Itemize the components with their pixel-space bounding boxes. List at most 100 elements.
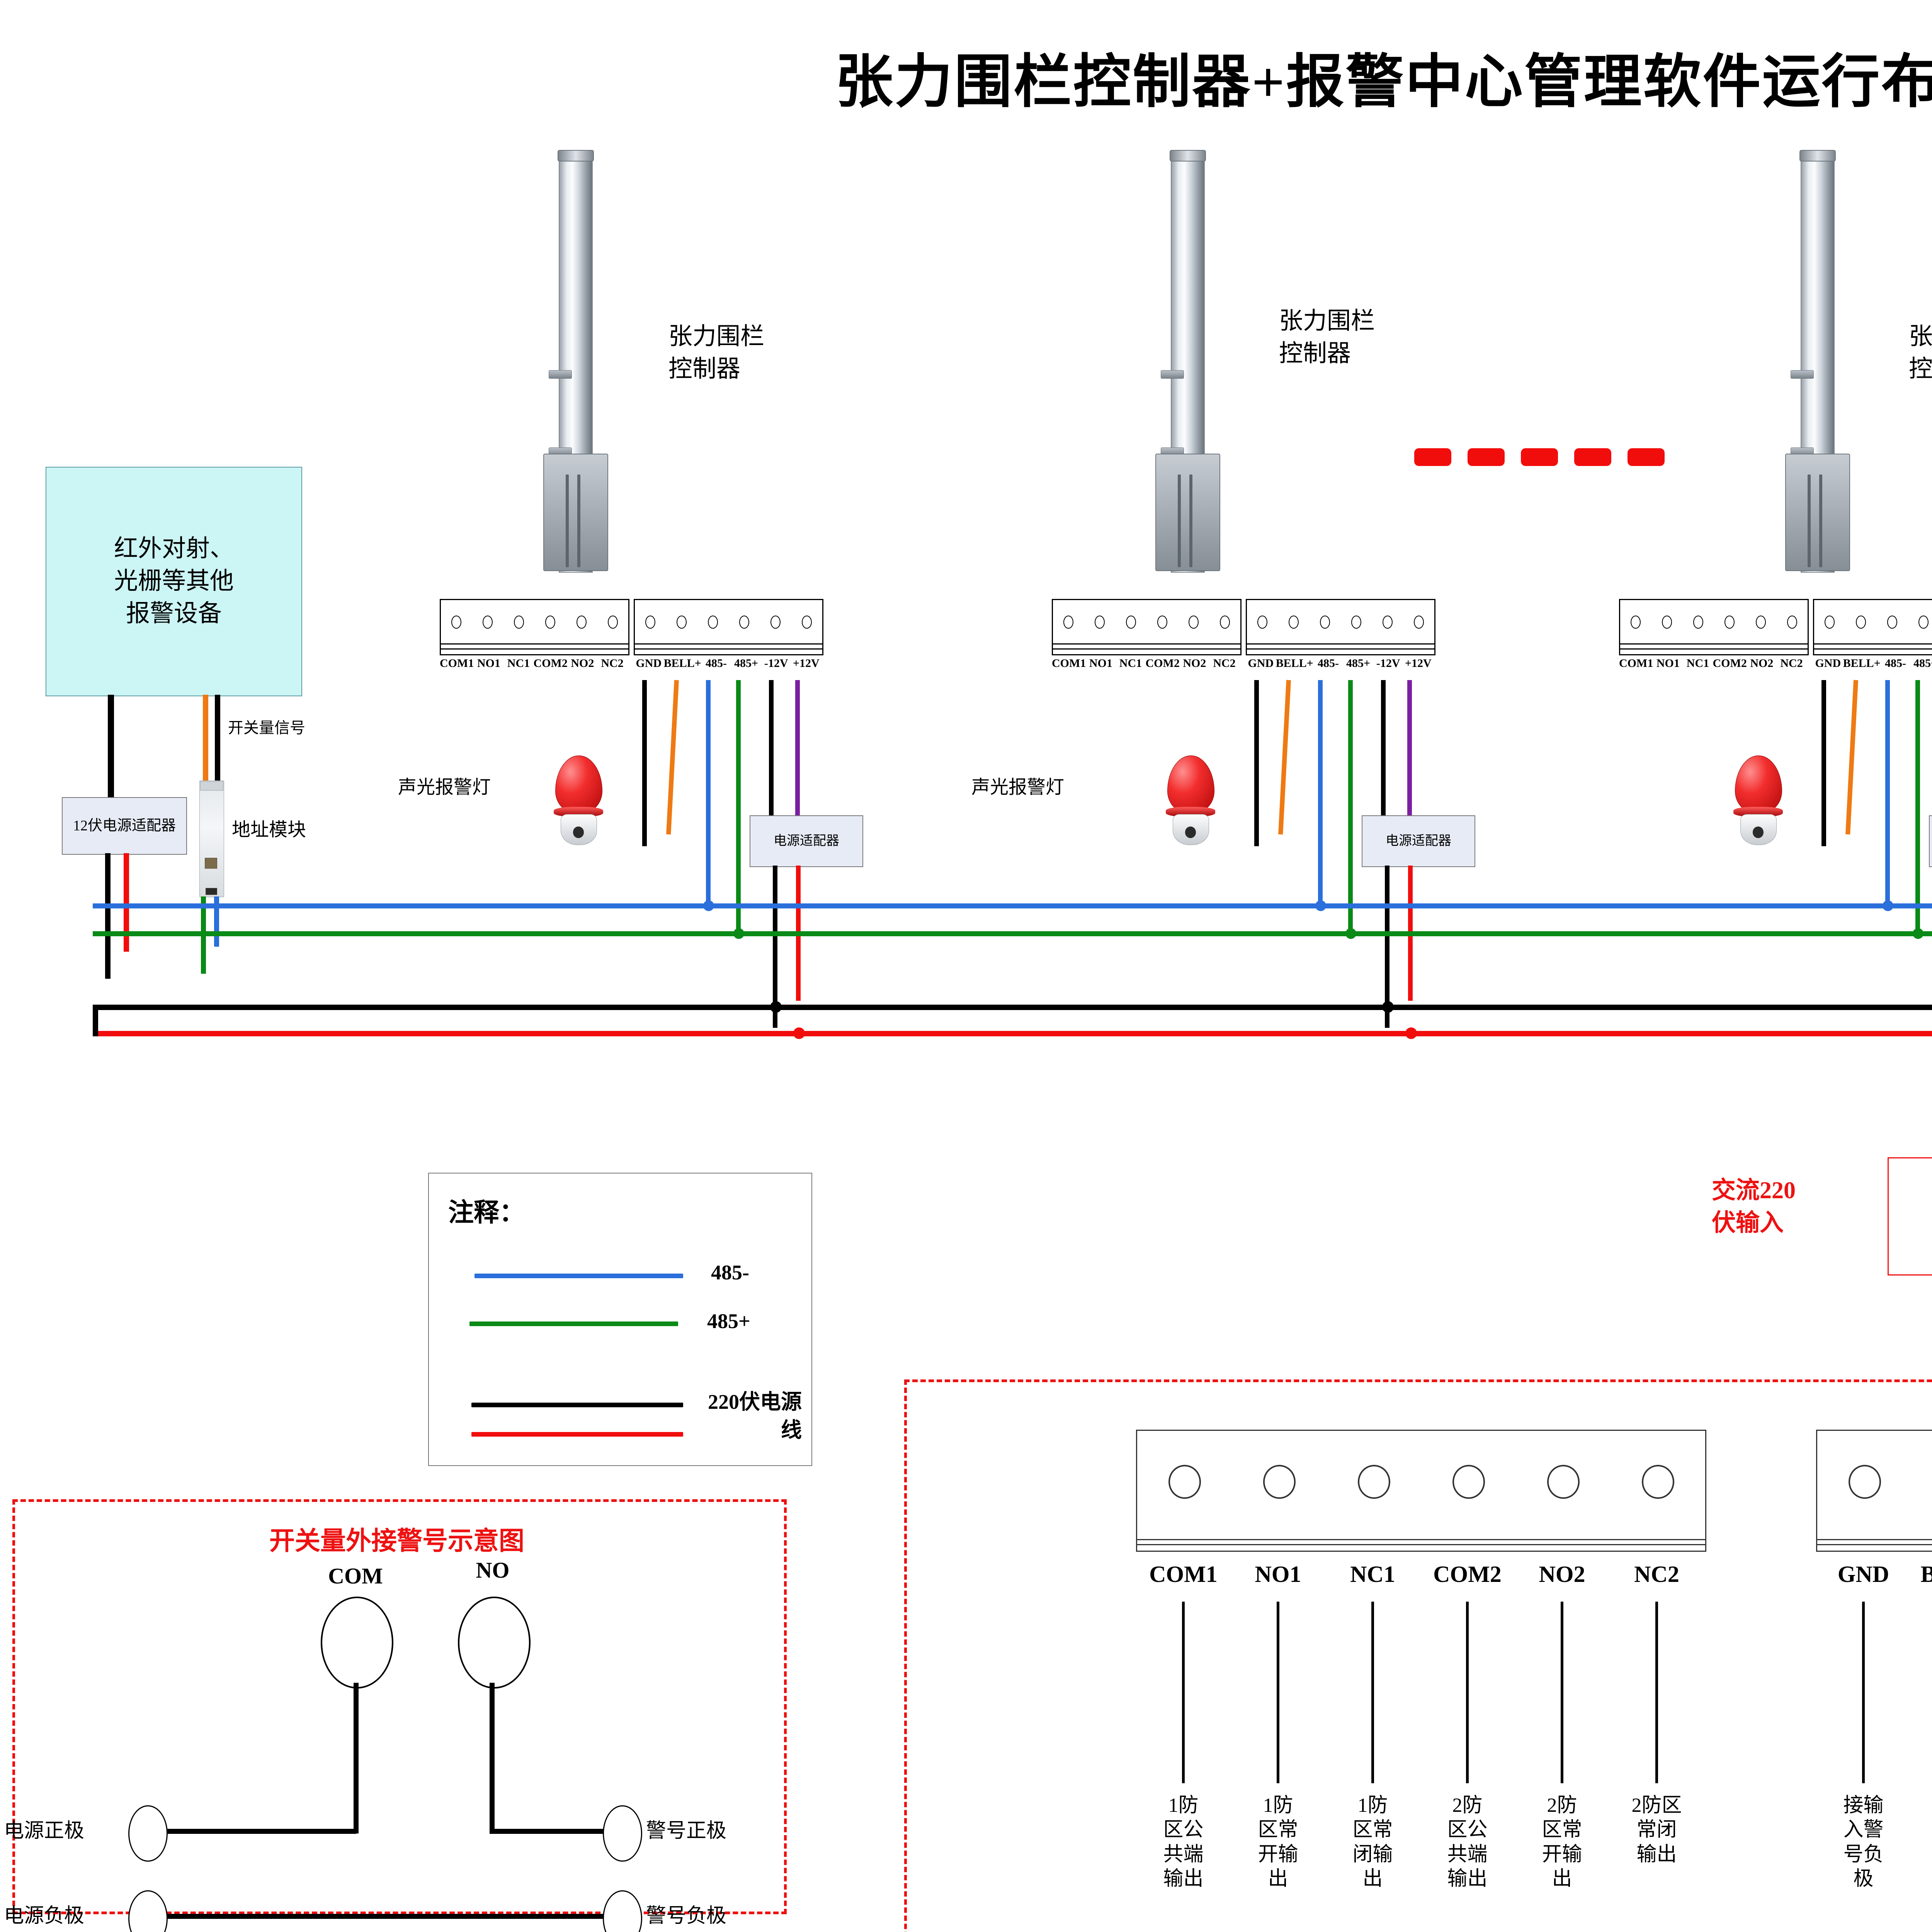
tension-fence-controller-pole-1 [543, 150, 608, 573]
legend-label-485plus: 485+ [707, 1310, 750, 1333]
wire-12vplus-2 [1407, 680, 1412, 819]
wire-black-adapter-left-out [105, 853, 111, 979]
terminal-label-no2: NO2 [1183, 657, 1206, 670]
terminal-detail-column: NO2 2防 区常 开输 出 [1515, 1561, 1609, 1891]
strobe-label-2: 声光报警灯 [971, 777, 1065, 798]
terminal-label-485: 485+ [1346, 657, 1371, 670]
terminal-label-485: 485- [1885, 657, 1906, 670]
wire-485minus-2 [1318, 680, 1323, 904]
other-alarm-devices-box: 红外对射、 光栅等其他 报警设备 [46, 467, 302, 696]
wire-bell-2 [1278, 680, 1291, 835]
terminal-label-bell: BELL+ [1276, 657, 1313, 670]
junction-dot [1382, 1001, 1394, 1013]
junction-dot [1345, 928, 1356, 939]
label-power-negative: 电源负极 [4, 1905, 85, 1927]
junction-dot [1883, 900, 1893, 911]
terminal-holes-1-right [635, 600, 822, 644]
tension-fence-controller-pole-3 [1785, 150, 1850, 573]
legend-box [428, 1173, 812, 1466]
terminal-detail-column: NC2 2防区 常闭 输出 [1609, 1561, 1704, 1891]
wire-12vplus-1 [795, 680, 800, 819]
terminal-label-12v: +12V [1405, 657, 1432, 670]
terminal-detail-code: NO2 [1539, 1561, 1585, 1587]
terminal-label-485: 485+ [734, 657, 759, 670]
terminal-detail-description: 2防区 常闭 输出 [1631, 1794, 1682, 1866]
terminal-detail-leader-line [1371, 1602, 1374, 1783]
node-com-circle [321, 1597, 393, 1689]
line-com-down [354, 1683, 359, 1833]
wire-gnd-1 [642, 680, 647, 846]
line-com-left [162, 1829, 356, 1834]
terminal-label-bell: BELL+ [1843, 657, 1881, 670]
node-no-label: NO [476, 1558, 510, 1583]
terminal-label-nc1: NC1 [1119, 657, 1142, 670]
terminal-label-com1: COM1 [1052, 657, 1086, 670]
wire-orange-switch-signal [203, 695, 208, 782]
terminal-detail-column: NO1 1防 区常 开输 出 [1231, 1561, 1325, 1891]
other-alarm-devices-label: 红外对射、 光栅等其他 报警设备 [114, 536, 234, 627]
terminal-detail-leader-line [1466, 1602, 1469, 1783]
ac-outlet-icon [1888, 1157, 1932, 1276]
power-adapter-1: 电源适配器 [750, 815, 863, 867]
terminal-detail-code: NO1 [1255, 1561, 1301, 1587]
terminal-label-12v: -12V [1376, 657, 1400, 670]
legend-swatch-ac-red [471, 1432, 683, 1437]
junction-dot [793, 1027, 805, 1039]
switch-signal-label: 开关量信号 [228, 719, 305, 736]
terminal-detail-description: 1防 区公 共端 输出 [1163, 1794, 1204, 1890]
terminal-label-nc2: NC2 [1780, 657, 1803, 670]
terminal-detail-leader-line [1182, 1602, 1185, 1783]
terminal-block-1-right [634, 599, 823, 655]
strobe-alarm-lamp-2 [1166, 755, 1215, 845]
wire-gnd-2 [1254, 680, 1259, 846]
terminal-detail-description: 1防 区常 闭输 出 [1352, 1794, 1393, 1890]
terminal-detail-code: NC2 [1634, 1561, 1679, 1587]
terminal-label-485: 485+ [1913, 657, 1932, 670]
terminal-holes-1-left [441, 600, 628, 644]
label-bell-negative: 警号负极 [646, 1905, 727, 1927]
terminal-block-3-left [1619, 599, 1809, 655]
terminal-detail-leader-line [1277, 1602, 1279, 1783]
terminal-label-no1: NO1 [477, 657, 500, 670]
page-title: 张力围栏控制器+报警中心管理软件运行布线示意图 [835, 50, 1932, 114]
wire-black-cyanbox-to-adapter [108, 695, 114, 816]
legend-swatch-485minus [474, 1274, 683, 1278]
terminal-label-12v: -12V [764, 657, 788, 670]
node-bell-positive [603, 1805, 642, 1862]
wire-12vminus-1 [769, 680, 774, 819]
legend-title: 注释： [448, 1199, 525, 1227]
wire-485minus-3 [1885, 680, 1890, 904]
terminal-label-no2: NO2 [1750, 657, 1774, 670]
terminal-detail-column: BELL+接输 入警 号正 极 [1911, 1561, 1932, 1932]
bus-wire-ac-black [93, 1005, 1932, 1010]
node-power-positive [128, 1805, 168, 1862]
line-neg-bus [162, 1914, 607, 1919]
terminal-detail-description: 1防 区常 开输 出 [1258, 1794, 1298, 1890]
terminal-label-nc1: NC1 [1686, 657, 1709, 670]
strobe-alarm-lamp-3 [1733, 755, 1783, 845]
terminal-detail-code: BELL+ [1920, 1561, 1932, 1587]
junction-dot [1913, 928, 1923, 939]
switch-bell-diagram-box [12, 1499, 787, 1914]
label-power-positive: 电源正极 [4, 1820, 85, 1842]
terminal-label-gnd: GND [1815, 657, 1841, 670]
terminal-detail-description: 2防 区公 共端 输出 [1447, 1794, 1488, 1890]
power-adapter-3: 电源适配器 [1929, 815, 1932, 867]
wire-black-switch-signal [215, 695, 220, 782]
terminal-detail-description: 2防 区常 开输 出 [1542, 1794, 1582, 1890]
line-no-right [490, 1829, 605, 1834]
wire-485minus-1 [706, 680, 711, 904]
legend-label-485minus: 485- [711, 1261, 749, 1284]
terminal-label-no1: NO1 [1656, 657, 1680, 670]
